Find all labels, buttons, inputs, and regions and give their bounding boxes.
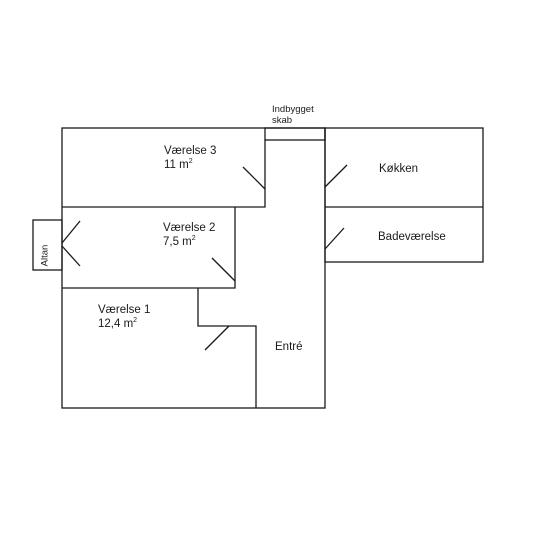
room2-area-sup: 2 bbox=[191, 235, 196, 242]
balcony-label: Altan bbox=[39, 244, 51, 267]
right-block-outline bbox=[324, 127, 484, 263]
kitchen-label: Køkken bbox=[379, 163, 418, 175]
entrance-label: Entré bbox=[275, 341, 303, 353]
balcony-outline bbox=[32, 219, 63, 271]
door-room2-west bbox=[61, 220, 81, 244]
door-room3 bbox=[242, 166, 266, 190]
room3-label: Værelse 3 11 m2 bbox=[164, 144, 216, 172]
room3-name: Værelse 3 bbox=[164, 145, 217, 157]
room2-label: Værelse 2 7,5 m2 bbox=[163, 221, 215, 249]
cabinet-label: Indbygget skab bbox=[272, 104, 314, 126]
cabinet-label-line1: Indbygget bbox=[272, 104, 314, 115]
room1-area: 12,4 m bbox=[98, 318, 134, 330]
door-balcony bbox=[61, 245, 81, 267]
cabinet-label-line2: skab bbox=[272, 115, 293, 126]
door-room2 bbox=[211, 257, 236, 282]
room2-wall bbox=[62, 207, 236, 289]
room1-label: Værelse 1 12,4 m2 bbox=[98, 303, 150, 331]
room1-wall bbox=[197, 288, 257, 408]
door-kitchen bbox=[324, 164, 348, 188]
bathroom-label: Badeværelse bbox=[378, 231, 446, 243]
room3-area-sup: 2 bbox=[188, 158, 193, 165]
room3-area: 11 m bbox=[164, 159, 189, 171]
room1-area-sup: 2 bbox=[133, 317, 138, 324]
room1-name: Værelse 1 bbox=[98, 304, 151, 316]
room3-wall bbox=[62, 140, 266, 208]
built-in-cabinet bbox=[264, 127, 326, 141]
room2-area: 7,5 m bbox=[163, 236, 192, 248]
door-room1 bbox=[204, 325, 230, 351]
door-bathroom bbox=[324, 227, 345, 250]
room2-name: Værelse 2 bbox=[163, 222, 216, 234]
